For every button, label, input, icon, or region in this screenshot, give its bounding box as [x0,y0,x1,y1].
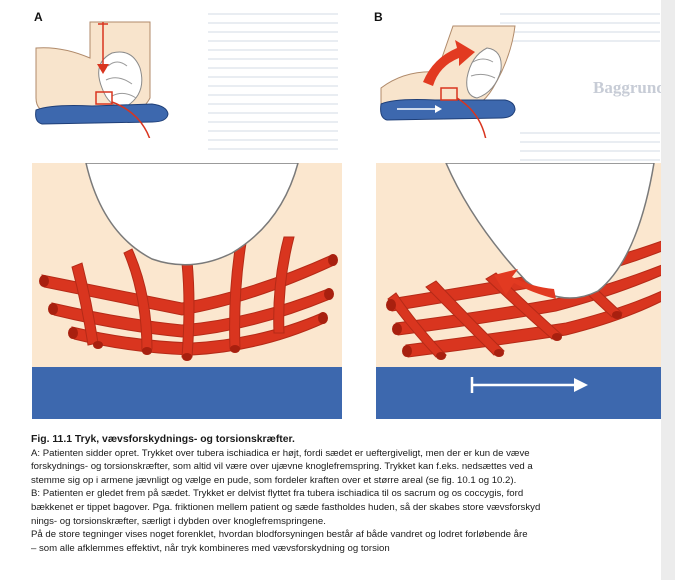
caption-line: bækkenet er tippet bagover. Pga. friktio… [31,501,656,515]
caption-line: A: Patienten sidder opret. Trykket over … [31,447,656,461]
caption-line: På de store tegninger vises noget forenk… [31,528,656,542]
bleed-through-text-a [208,6,338,156]
caption-line: B: Patienten er gledet frem på sædet. Tr… [31,487,656,501]
caption-line: forskydnings- og torsionskræfter, som al… [31,460,656,474]
caption-line: nings- og torsionskræfter, særligt i dyb… [31,515,656,529]
panel-b-inset [375,18,545,138]
panel-a-tissue-drawing [32,163,342,419]
caption-line: – som alle afklemmes effektivt, når tryk… [31,542,656,556]
figure-caption: Fig. 11.1 Tryk, vævsforskydnings- og tor… [31,433,656,555]
panel-b-tissue-drawing [376,163,664,419]
panel-a-inset [32,18,202,138]
bleed-through-heading: Baggrund [593,78,666,98]
caption-title: Fig. 11.1 Tryk, vævsforskydnings- og tor… [31,433,656,447]
caption-line: stemme sig op i armene jævnligt og vælge… [31,474,656,488]
page-edge-shadow [661,0,675,580]
